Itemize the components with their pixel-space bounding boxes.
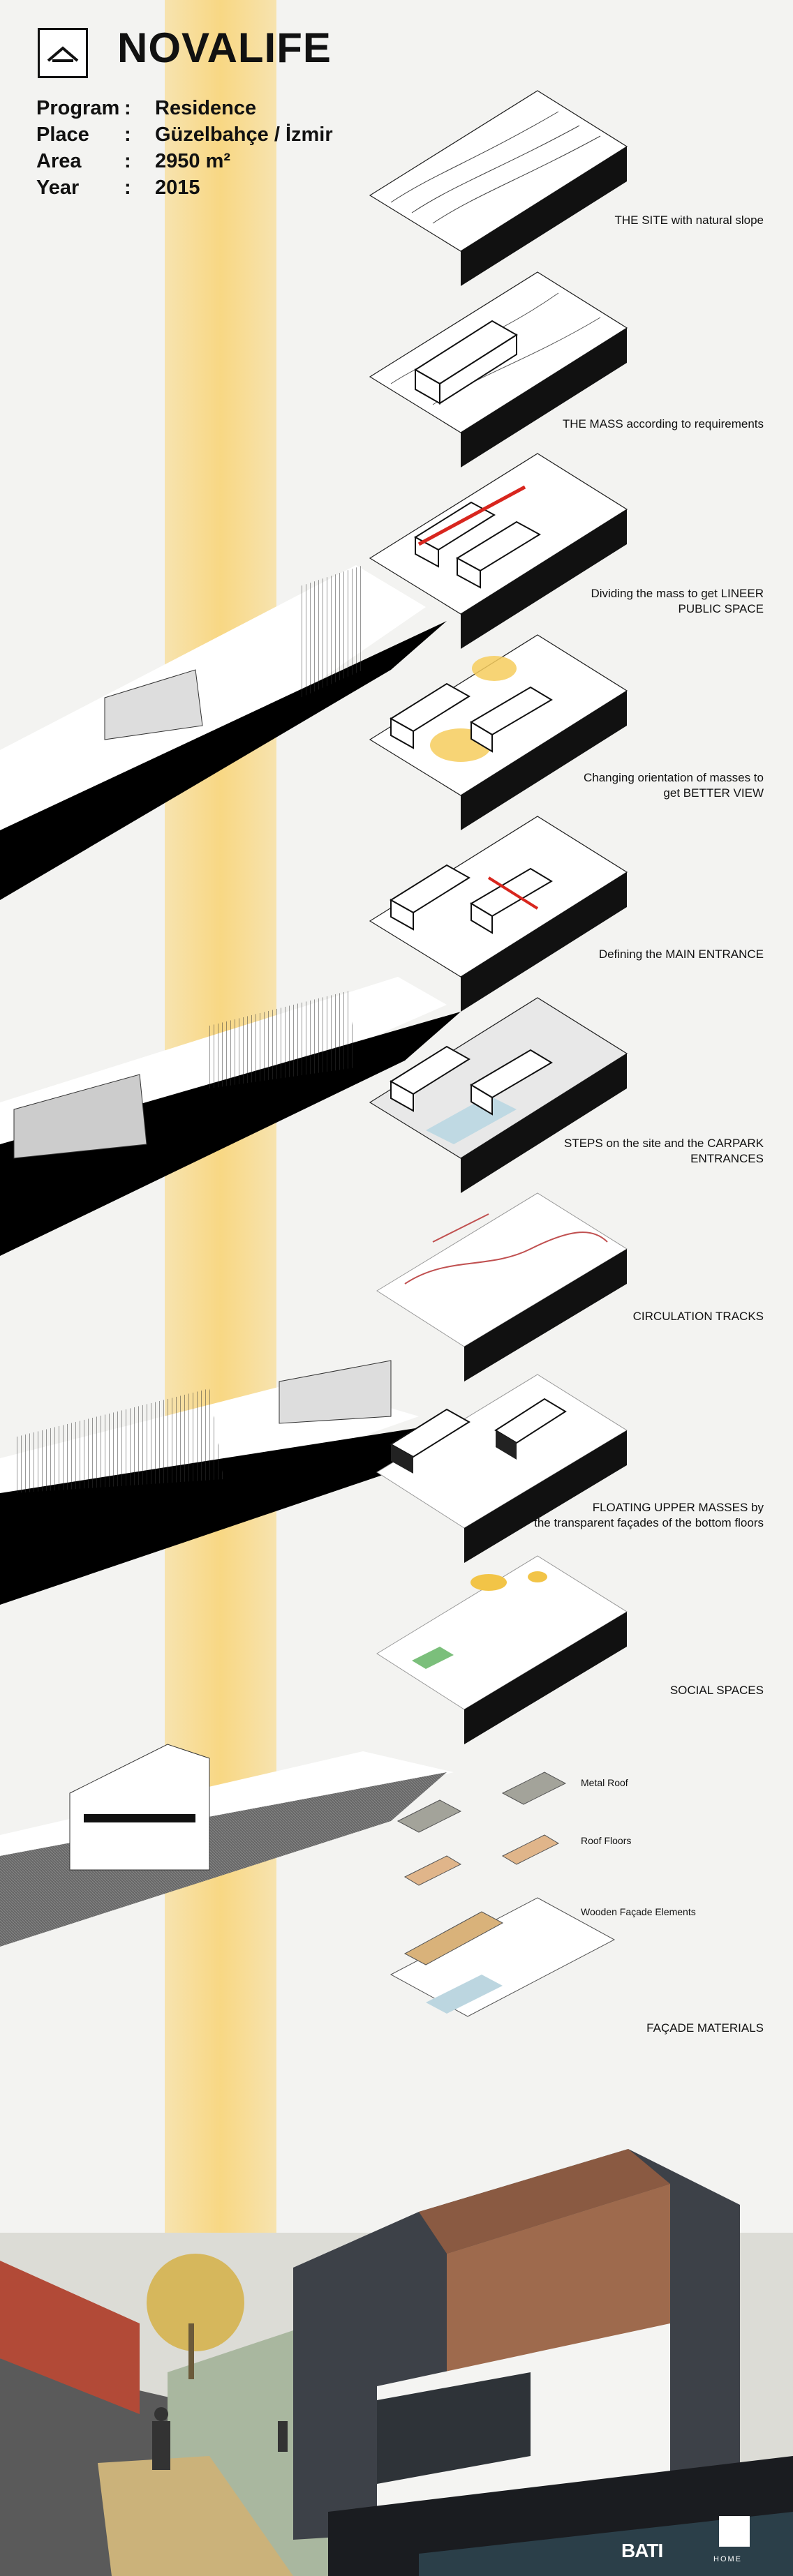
floating-masses-diagram xyxy=(376,1374,628,1563)
site-diagram xyxy=(369,90,628,286)
home-brand-logo-icon xyxy=(719,2516,750,2547)
orientation-diagram xyxy=(369,634,628,830)
label-wooden-facade: Wooden Façade Elements xyxy=(581,1906,696,1917)
bottom-render xyxy=(0,2149,793,2576)
house-logo-icon xyxy=(38,28,88,78)
caption-steps-carpark: STEPS on the site and the CARPARK ENTRAN… xyxy=(564,1137,764,1165)
perspective-strip-2 xyxy=(0,977,461,1256)
caption-orientation: Changing orientation of masses to get BE… xyxy=(584,771,764,800)
label-roof-floors: Roof Floors xyxy=(581,1835,632,1846)
project-info: Program:Residence Place:Güzelbahçe / İzm… xyxy=(36,95,333,201)
circulation-diagram xyxy=(376,1192,628,1381)
info-row-program: Program:Residence xyxy=(36,97,257,119)
info-row-place: Place:Güzelbahçe / İzmir xyxy=(36,123,333,146)
label-metal-roof: Metal Roof xyxy=(581,1777,628,1788)
info-row-year: Year:2015 xyxy=(36,177,200,199)
yellow-vertical-band xyxy=(165,0,276,2576)
social-spaces-diagram xyxy=(376,1555,628,1744)
perspective-strip-4 xyxy=(0,1744,454,1947)
facade-materials-diagram xyxy=(390,1772,616,2017)
divide-diagram xyxy=(369,453,628,649)
caption-social-spaces: SOCIAL SPACES xyxy=(669,1684,764,1697)
caption-site: THE SITE with natural slope xyxy=(614,214,764,227)
caption-divide: Dividing the mass to get LINEER PUBLIC S… xyxy=(591,587,764,615)
caption-mass: THE MASS according to requirements xyxy=(562,417,764,430)
mass-diagram xyxy=(369,271,628,467)
caption-floating-masses: FLOATING UPPER MASSES by the transparent… xyxy=(534,1501,764,1529)
steps-carpark-diagram xyxy=(369,997,628,1193)
caption-facade-materials: FAÇADE MATERIALS xyxy=(646,2021,764,2035)
perspective-strip-3 xyxy=(0,1360,447,1605)
perspective-strip-1 xyxy=(0,565,447,900)
caption-circulation: CIRCULATION TRACKS xyxy=(632,1310,764,1323)
entrance-diagram xyxy=(369,816,628,1012)
home-brand-label: HOME xyxy=(713,2555,742,2563)
bati-brand-logo: BATI xyxy=(621,2540,663,2561)
info-row-area: Area:2950 m² xyxy=(36,150,231,172)
caption-entrance: Defining the MAIN ENTRANCE xyxy=(598,948,764,961)
project-title: NOVALIFE xyxy=(117,24,332,71)
